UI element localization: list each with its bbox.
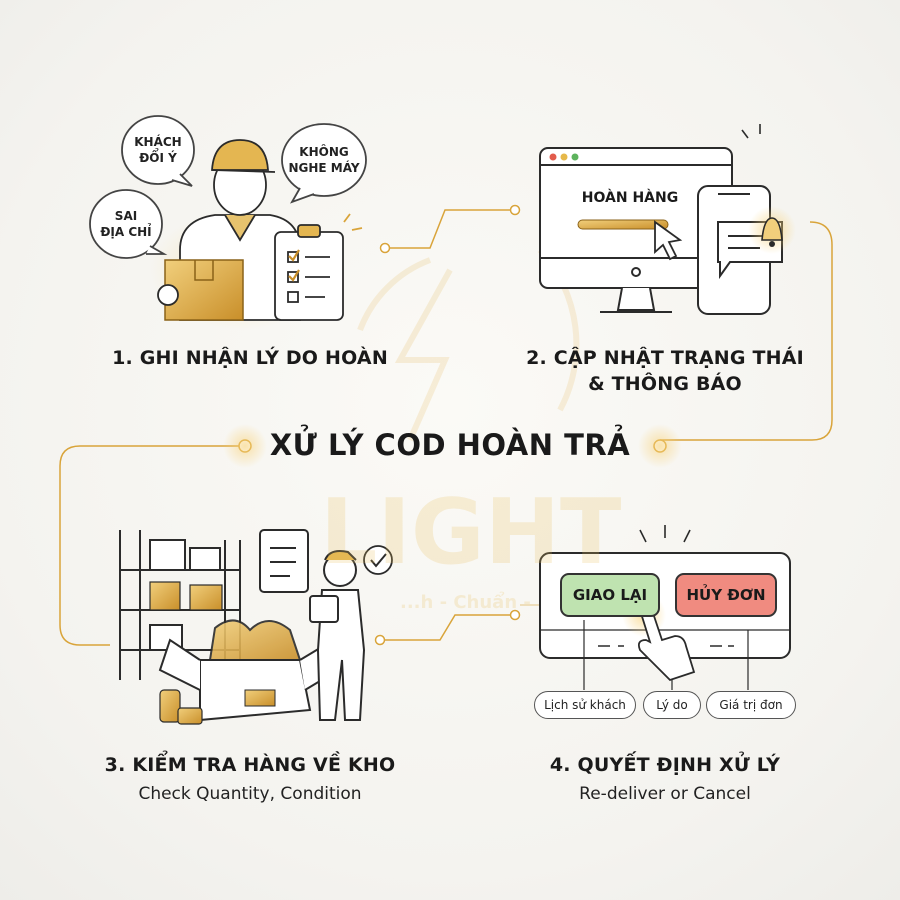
connector-lines — [59, 209, 833, 646]
step-3-subtitle: Check Quantity, Condition — [138, 784, 362, 804]
bell-icon — [741, 124, 796, 254]
clipboard-checklist-icon — [274, 213, 363, 321]
package-box-icon — [157, 259, 244, 321]
warehouse-shelf-icon — [119, 530, 241, 680]
watermark-brand: LIGHT — [320, 480, 622, 585]
worker-clipboard-icon — [259, 529, 366, 721]
cancel-order-button[interactable]: HỦY ĐƠN — [675, 573, 777, 617]
bubble-customer-changed-mind: KHÁCH ĐỔI Ý — [134, 135, 182, 165]
label-customer-history: Lịch sử khách — [534, 691, 636, 719]
label-reason: Lý do — [643, 691, 701, 719]
label-order-value: Giá trị đơn — [706, 691, 796, 719]
step-4-title: 4. QUYẾT ĐỊNH XỬ LÝ — [549, 754, 781, 776]
step-2-title-line2: & THÔNG BÁO — [588, 373, 742, 395]
desktop-monitor-icon — [539, 147, 733, 313]
watermark-tagline: ...h - Chuẩn - — [400, 592, 531, 613]
redeliver-button[interactable]: GIAO LẠI — [560, 573, 660, 617]
bubble-wrong-address: SAI ĐỊA CHỈ — [100, 209, 152, 239]
bubble-no-answer: KHÔNG NGHE MÁY — [288, 145, 360, 175]
open-box-icon — [158, 619, 337, 725]
screen-return-label: HOÀN HÀNG — [581, 190, 679, 206]
main-title: XỬ LÝ COD HOÀN TRẢ — [269, 428, 631, 462]
check-circle-icon — [363, 545, 393, 575]
cursor-icon — [654, 220, 683, 261]
step-4-subtitle: Re-deliver or Cancel — [579, 784, 751, 804]
speech-bubbles — [89, 115, 367, 259]
step-2-title-line1: 2. CẬP NHẬT TRẠNG THÁI — [526, 347, 804, 369]
step-3-title: 3. KIỂM TRA HÀNG VỀ KHO — [104, 754, 396, 776]
step-1-title: 1. GHI NHẬN LÝ DO HOÀN — [112, 347, 388, 369]
